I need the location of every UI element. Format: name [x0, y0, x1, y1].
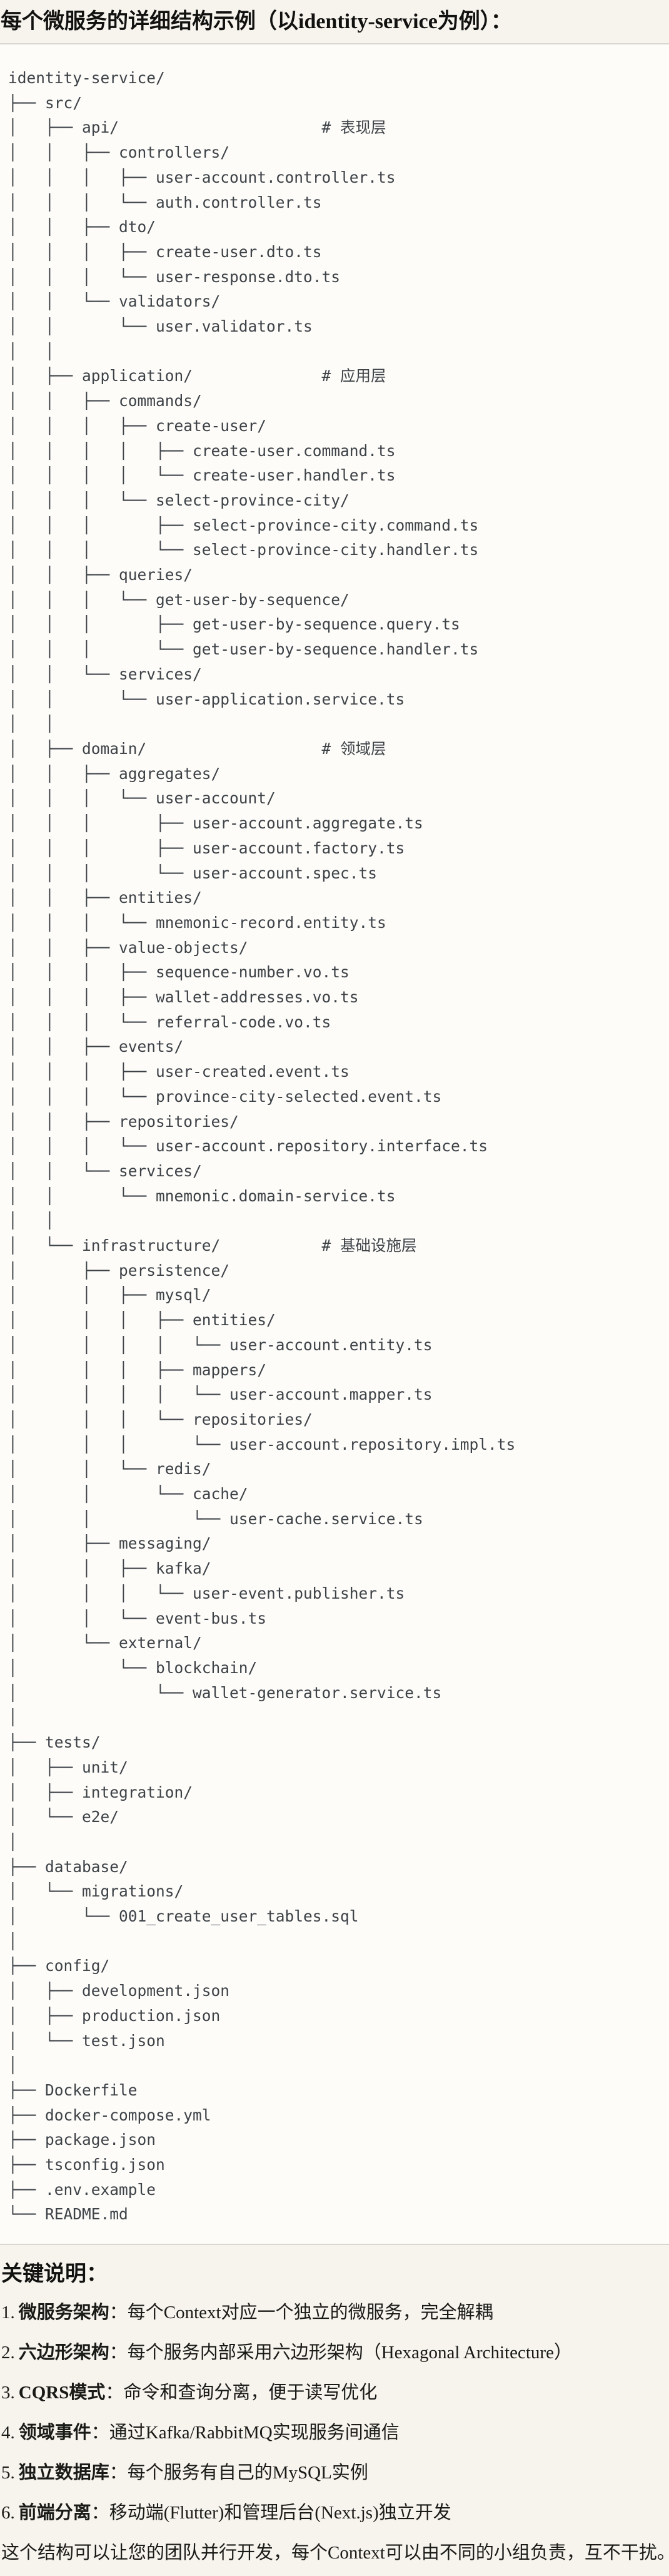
- note-term: 微服务架构: [18, 2303, 109, 2323]
- notes-section: 关键说明： 1.微服务架构：每个Context对应一个独立的微服务，完全解耦 2…: [0, 2261, 669, 2565]
- note-term: 六边形架构: [18, 2343, 109, 2363]
- note-number: 4.: [1, 2423, 15, 2443]
- note-term: 领域事件: [18, 2423, 91, 2443]
- summary-paragraph: 这个结构可以让您的团队并行开发，每个Context可以由不同的小组负责，互不干扰…: [1, 2543, 669, 2563]
- note-item: 2.六边形架构：每个服务内部采用六边形架构（Hexagonal Architec…: [1, 2340, 663, 2365]
- note-desc: ：移动端(Flutter)和管理后台(Next.js)独立开发: [91, 2503, 451, 2523]
- note-number: 5.: [1, 2463, 15, 2483]
- note-number: 2.: [1, 2343, 15, 2363]
- code-block: identity-service/ ├── src/ │ ├── api/ # …: [0, 43, 669, 2246]
- note-item: 3.CQRS模式：命令和查询分离，便于读写优化: [1, 2380, 663, 2405]
- note-desc: ：每个Context对应一个独立的微服务，完全解耦: [109, 2303, 493, 2323]
- note-desc: ：每个服务有自己的MySQL实例: [109, 2463, 368, 2483]
- notes-list: 1.微服务架构：每个Context对应一个独立的微服务，完全解耦 2.六边形架构…: [1, 2300, 663, 2525]
- note-item: 6.前端分离：移动端(Flutter)和管理后台(Next.js)独立开发: [1, 2500, 663, 2525]
- notes-heading: 关键说明：: [1, 2263, 108, 2286]
- note-item: 4.领域事件：通过Kafka/RabbitMQ实现服务间通信: [1, 2420, 663, 2445]
- note-number: 3.: [1, 2383, 15, 2403]
- note-number: 6.: [1, 2503, 15, 2523]
- note-desc: ：每个服务内部采用六边形架构（Hexagonal Architecture）: [109, 2343, 572, 2363]
- note-number: 1.: [1, 2303, 15, 2323]
- directory-tree: identity-service/ ├── src/ │ ├── api/ # …: [8, 69, 516, 2224]
- note-term: 前端分离: [18, 2503, 91, 2523]
- page-title: 每个微服务的详细结构示例（以identity-service为例）：: [1, 10, 512, 33]
- note-item: 5.独立数据库：每个服务有自己的MySQL实例: [1, 2460, 663, 2485]
- note-desc: ：命令和查询分离，便于读写优化: [105, 2383, 378, 2403]
- note-item: 1.微服务架构：每个Context对应一个独立的微服务，完全解耦: [1, 2300, 663, 2325]
- note-desc: ：通过Kafka/RabbitMQ实现服务间通信: [91, 2423, 400, 2443]
- note-term: CQRS模式: [18, 2383, 106, 2403]
- note-term: 独立数据库: [18, 2463, 109, 2483]
